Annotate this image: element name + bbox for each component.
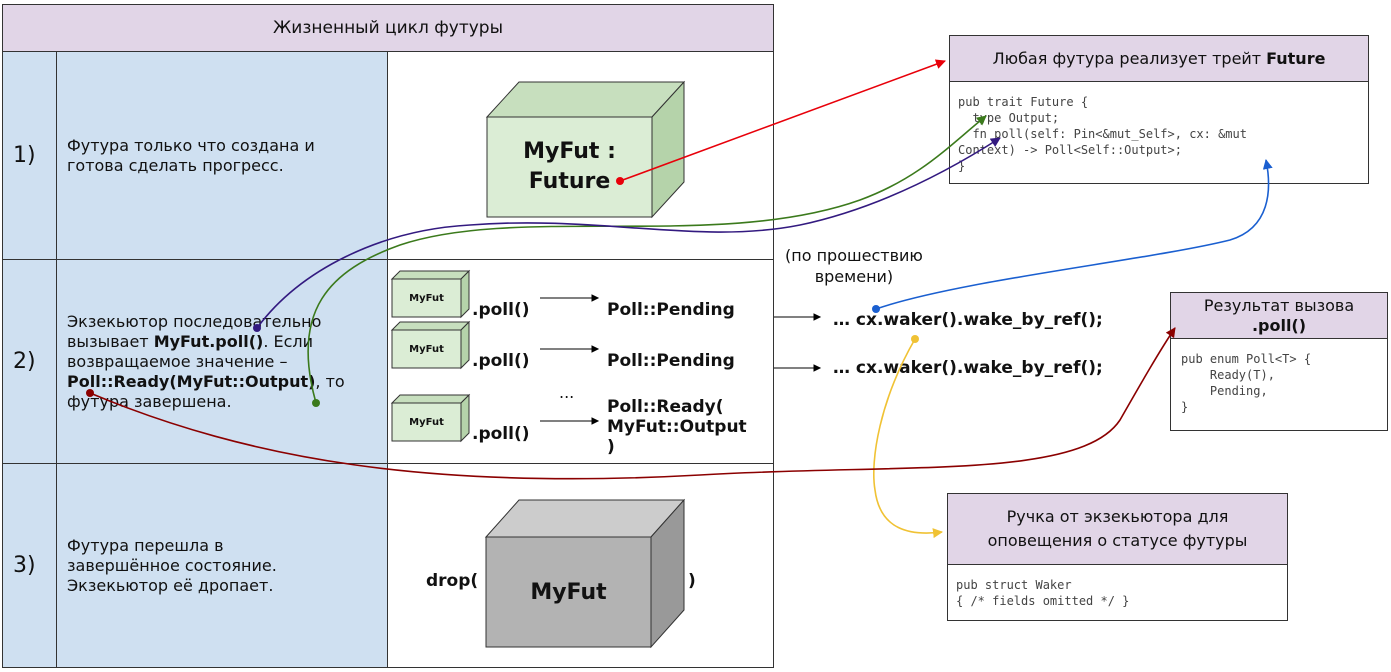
- after-time-note: (по прошествию времени): [785, 245, 923, 287]
- future-code-line5: }: [958, 159, 966, 173]
- poll-ready-line2: MyFut::Output: [607, 417, 747, 437]
- future-cube-label-line2: Future: [528, 169, 611, 194]
- poll-enum-title-line1: Результат вызова: [1203, 295, 1355, 315]
- waker-title-line2: оповещения о статусе футуры: [987, 531, 1248, 550]
- purple-connector: [256, 137, 1001, 329]
- poll-call-inline: MyFut.poll(): [153, 331, 264, 351]
- row3-number-text: 3): [13, 553, 36, 578]
- poll-enum-title-line2: .poll(): [1251, 315, 1307, 335]
- wake-call-2: … cx.waker().wake_by_ref();: [833, 358, 1103, 378]
- poll-call-3: .poll(): [472, 424, 530, 444]
- small-cube-1: [390, 269, 471, 319]
- green-dot: [312, 399, 320, 407]
- dropped-cube-label: MyFut: [530, 579, 607, 605]
- future-cube: [485, 80, 686, 219]
- poll-enum-header: Результат вызова .poll(): [1170, 292, 1388, 339]
- red-dot: [616, 177, 624, 185]
- row2-description: Экзекьютор последовательно вызывает MyFu…: [56, 259, 388, 464]
- poll-call-2: .poll(): [472, 351, 530, 371]
- dropped-cube: [484, 498, 686, 649]
- row2-description-text: Экзекьютор последовательно вызывает MyFu…: [67, 311, 345, 411]
- row3-description: Футура перешла в завершённое состояние. …: [56, 463, 388, 668]
- row2-number-text: 2): [13, 349, 36, 374]
- future-cube-label-line1: MyFut :: [523, 139, 616, 164]
- small-cube-2: [390, 320, 471, 370]
- waker-code: pub struct Waker { /* fields omitted */ …: [947, 564, 1288, 621]
- drop-open: drop(: [426, 571, 479, 591]
- green-connector: [307, 115, 987, 404]
- row1-description-text: Футура только что создана и готова сдела…: [67, 135, 315, 175]
- future-trait-title-bold: Future: [1266, 49, 1326, 68]
- waker-code-line1: pub struct Waker: [956, 578, 1072, 592]
- darkred-connector: [89, 327, 1176, 480]
- waker-title-line1: Ручка от экзекьютора для: [1006, 507, 1229, 526]
- small-cube-2-label: MyFut: [409, 343, 444, 355]
- row1-number: 1): [2, 51, 57, 260]
- after-time-line1: (по прошествию: [785, 246, 923, 265]
- future-code-line4: Context) -> Poll<Self::Output>;: [958, 143, 1182, 157]
- row1-description: Футура только что создана и готова сдела…: [56, 51, 388, 260]
- red-connector: [619, 59, 946, 182]
- blue-connector: [875, 159, 1273, 310]
- future-trait-code: pub trait Future { type Output; fn poll(…: [949, 81, 1369, 184]
- future-code-line3: fn poll(self: Pin<&mut_Self>, cx: &mut: [958, 127, 1247, 141]
- yellow-connector: [872, 338, 943, 539]
- wake-call-1: … cx.waker().wake_by_ref();: [833, 310, 1103, 330]
- future-trait-title: Любая футура реализует трейт: [992, 49, 1262, 68]
- darkred-dot: [86, 389, 94, 397]
- drop-close: ): [688, 571, 696, 591]
- poll-ready-line1: Poll::Ready(: [607, 397, 724, 417]
- yellow-dot: [911, 335, 919, 343]
- lifecycle-title: Жизненный цикл футуры: [2, 4, 774, 52]
- after-time-line2: времени): [814, 267, 894, 286]
- poll-code-line1: pub enum Poll<T> {: [1181, 352, 1312, 366]
- poll-enum-code: pub enum Poll<T> { Ready(T), Pending, }: [1170, 338, 1388, 431]
- small-cube-3-label: MyFut: [409, 416, 444, 428]
- lifecycle-title-text: Жизненный цикл футуры: [272, 18, 503, 38]
- poll-result-1: Poll::Pending: [607, 300, 735, 320]
- blue-dot: [872, 305, 880, 313]
- poll-ready-inline: Poll::Ready(MyFut::Output): [67, 371, 316, 391]
- row1-number-text: 1): [13, 143, 36, 168]
- poll-code-line3: Pending,: [1181, 384, 1268, 398]
- poll-call-1: .poll(): [472, 300, 530, 320]
- poll-code-line4: }: [1181, 400, 1189, 414]
- poll-ellipsis: ...: [559, 383, 575, 402]
- poll-result-2: Poll::Pending: [607, 351, 735, 371]
- poll-ready-line3: ): [607, 437, 615, 457]
- waker-header: Ручка от экзекьютора для оповещения о ст…: [947, 493, 1288, 565]
- row3-description-text: Футура перешла в завершённое состояние. …: [67, 535, 277, 595]
- waker-code-line2: { /* fields omitted */ }: [956, 594, 1130, 608]
- future-cube-label: MyFut : Future: [487, 117, 652, 217]
- future-code-line1: pub trait Future {: [958, 95, 1089, 109]
- future-trait-header: Любая футура реализует трейт Future: [949, 35, 1369, 82]
- poll-code-line2: Ready(T),: [1181, 368, 1275, 382]
- poll-result-3: Poll::Ready( MyFut::Output ): [607, 397, 747, 457]
- small-cube-3: [390, 393, 471, 443]
- small-cube-1-label: MyFut: [409, 292, 444, 304]
- row3-visual: [387, 463, 774, 668]
- purple-dot: [253, 324, 261, 332]
